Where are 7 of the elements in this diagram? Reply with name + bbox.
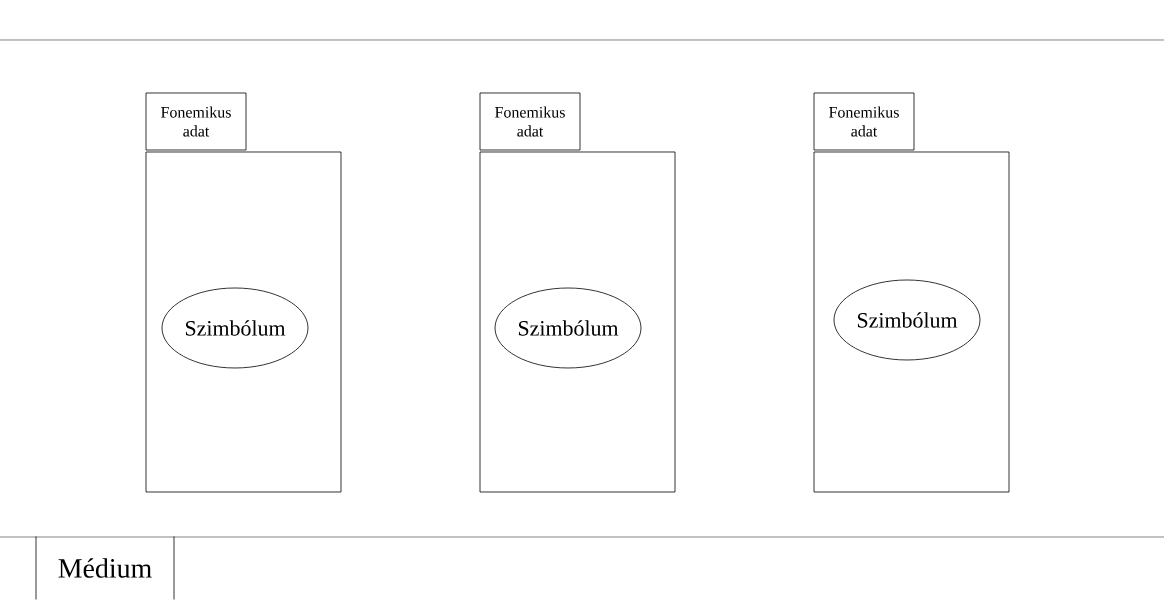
symbol-frame [145,151,342,493]
label-box: Fonemikus adat [145,92,247,151]
label-box: Fonemikus adat [813,92,915,151]
medium-box: Médium [35,536,175,600]
symbol-frame [479,151,676,493]
symbol-frame [813,151,1010,493]
label-box: Fonemikus adat [479,92,581,151]
